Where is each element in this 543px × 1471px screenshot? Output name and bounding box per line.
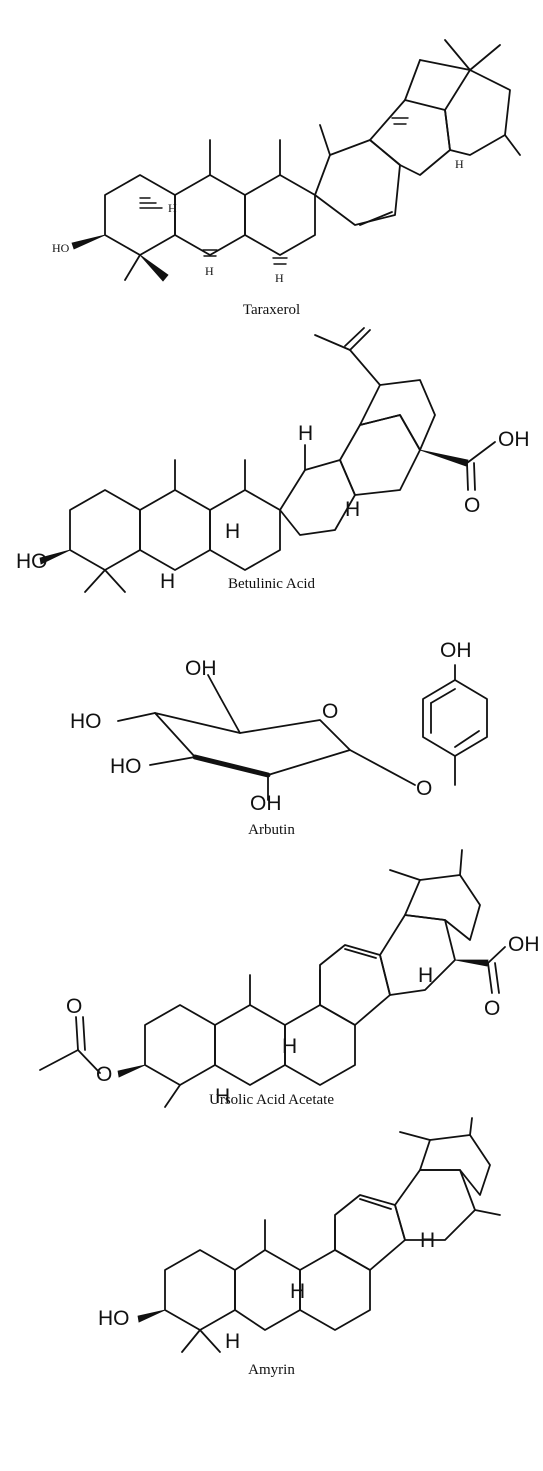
arbutin-oh-label: OH <box>440 639 472 662</box>
taraxerol-h-label: H <box>455 157 464 171</box>
amyrin-h-label: H <box>420 1229 435 1252</box>
arbutin-ho-label: HO <box>70 710 102 733</box>
arbutin-oh-label: OH <box>250 792 282 815</box>
taraxerol-caption: Taraxerol <box>242 302 301 318</box>
ursolic-acid-acetate-structure: O O OH O H H H <box>39 849 540 1108</box>
taraxerol-h-label: H <box>205 264 214 278</box>
amyrin-ho-label: HO <box>98 1307 130 1330</box>
amyrin-h-label: H <box>290 1280 305 1303</box>
betulinic-h-label: H <box>225 520 240 543</box>
betulinic-ho-label: HO <box>16 550 48 573</box>
betulinic-h-label: H <box>298 422 313 445</box>
taraxerol-h-label: H <box>168 201 177 215</box>
ursolic-acid-o-label: O <box>484 997 500 1020</box>
ursolic-h-label: H <box>282 1035 297 1058</box>
amyrin-structure: HO H H H <box>98 1117 501 1353</box>
taraxerol-h-label: H <box>275 271 284 285</box>
ursolic-h-label: H <box>215 1085 230 1108</box>
amyrin-h-label: H <box>225 1330 240 1353</box>
ursolic-h-label: H <box>418 964 433 987</box>
ursolic-carbonyl-o-label: O <box>66 995 82 1018</box>
ursolic-ester-o-label: O <box>96 1063 112 1086</box>
betulinic-acid-structure: HO OH O H H H H <box>16 327 530 593</box>
arbutin-oh-label: OH <box>185 657 217 680</box>
arbutin-caption: Arbutin <box>248 822 295 838</box>
amyrin-caption: Amyrin <box>248 1362 295 1378</box>
arbutin-link-o-label: O <box>416 777 432 800</box>
taraxerol-ho-label: HO <box>52 241 70 255</box>
arbutin-ho-label: HO <box>110 755 142 778</box>
betulinic-h-label: H <box>345 498 360 521</box>
betulinic-h-label: H <box>160 570 175 593</box>
arbutin-structure: OH OH HO HO OH O O <box>70 639 488 815</box>
betulinic-caption: Betulinic Acid <box>227 576 316 592</box>
ursolic-caption: Ursolic Acid Acetate <box>209 1092 334 1108</box>
arbutin-ring-o-label: O <box>322 700 338 723</box>
taraxerol-structure: HO H H H H <box>52 39 521 285</box>
betulinic-oh-label: OH <box>498 428 530 451</box>
betulinic-o-label: O <box>464 494 480 517</box>
ursolic-oh-label: OH <box>508 933 540 956</box>
